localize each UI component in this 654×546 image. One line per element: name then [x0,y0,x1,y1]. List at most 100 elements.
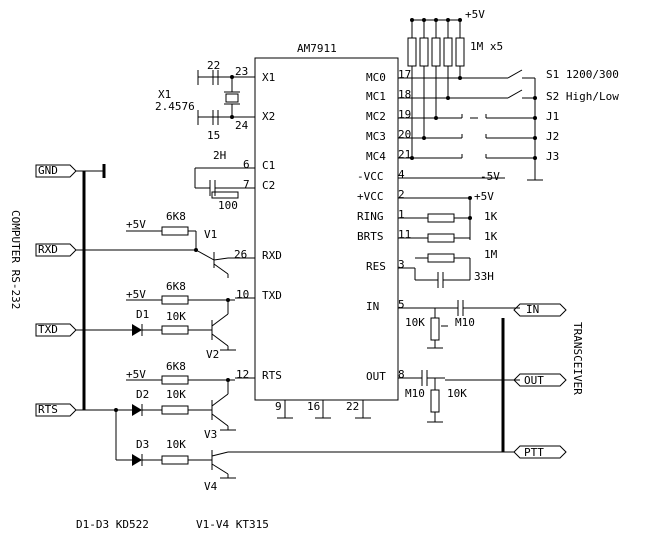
connector-rts-label: RTS [38,403,58,416]
pin-num-out: 8 [398,368,405,381]
pin-num-in: 5 [398,298,405,311]
connector-rxd-label: RXD [38,243,58,256]
connector-txd [35,323,77,337]
pin-num-16: 16 [307,400,320,413]
pin-num-brts: 11 [398,228,411,241]
x1-freq: 2.4576 [155,100,195,113]
pin-num-ring: 1 [398,208,405,221]
mode-switches: +5V 1M x5 S1 1200/300 S2 High/Low J1 J2 … [407,8,619,181]
pin-num-9: 9 [275,400,282,413]
pin-label-x2: X2 [262,110,275,123]
plus5v-top: +5V [465,8,485,21]
plus5v-vcc: +5V [474,190,494,203]
pin-num-mc0: 17 [398,68,411,81]
plus5v-v2: +5V [126,288,146,301]
r1k-b-label: 1K [484,230,498,243]
r100-resistor [211,191,239,199]
s2-label: S2 High/Low [546,90,619,103]
j2-label: J2 [546,130,559,143]
ic-left-pins: 23 X1 24 X2 6 C1 7 C2 26 RXD 10 TXD 12 R… [225,65,282,382]
pin-label-rxd: RXD [262,249,282,262]
ic-bottom-pins: 9 16 22 [275,400,371,419]
connector-ptt-label: PTT [524,446,544,459]
rxd-driver: +5V 6K8 V1 [76,210,229,278]
pin-label-minus-vcc: -VCC [357,170,384,183]
pin-num-mc4: 21 [398,148,411,161]
connector-in [513,303,567,317]
pin-num-mc2: 19 [398,108,411,121]
pin-num-rxd: 26 [234,248,247,261]
computer-label: COMPUTER RS-232 [9,210,22,309]
c2h-label: 2H [213,149,226,162]
rts-driver: +5V 6K8 D2 10K V3 [76,360,236,441]
v2-label: V2 [206,348,219,361]
pin-label-txd: TXD [262,289,282,302]
pin-num-mc1: 18 [398,88,411,101]
pin-num-txd: 10 [236,288,249,301]
minus5v-label: -5V [480,170,500,183]
r10k-2-label: 10K [166,388,186,401]
pin-label-plus-vcc: +VCC [357,190,384,203]
ic-body [254,57,399,401]
r1m-label: 1M [484,248,498,261]
r1k-a-label: 1K [484,210,498,223]
ic-name: AM7911 [297,42,337,55]
connector-rxd [35,243,77,257]
pin-num-c2: 7 [243,178,250,191]
c33h-label: 33H [474,270,494,283]
m10-out-label: M10 [405,387,425,400]
pin-num-mc3: 20 [398,128,411,141]
footer-transistors: V1-V4 KT315 [196,518,269,531]
pin-label-x1: X1 [262,71,275,84]
txd-driver: +5V 6K8 D1 10K V2 [76,280,236,361]
x1-name: X1 [158,88,171,101]
d2-label: D2 [136,388,149,401]
j1-label: J1 [546,110,559,123]
pin-label-brts: BRTS [357,230,384,243]
pin-num-res: 3 [398,258,405,271]
v1-label: V1 [204,228,217,241]
pin-label-mc2: MC2 [366,110,386,123]
r6k8-2-label: 6K8 [166,280,186,293]
connector-rts [35,403,77,417]
r10k-1-label: 10K [166,310,186,323]
connector-gnd-label: GND [38,164,58,177]
pin-label-mc3: MC3 [366,130,386,143]
connector-gnd [35,164,77,178]
connector-in-label: IN [526,303,539,316]
crystal-circuit: 22 15 X1 2.4576 [155,59,240,142]
ic-right-pins: 17 MC0 18 MC1 19 MC2 20 MC3 21 MC4 4 -VC… [357,68,415,383]
plus5v-v1: +5V [126,218,146,231]
r10k-in [430,317,440,341]
r-ring [427,213,455,223]
audio-out-network: M10 10K [405,370,520,423]
r6k8-1-label: 6K8 [166,210,186,223]
pin-num-plus-vcc: 2 [398,188,405,201]
r-res [427,253,455,263]
r10k-out [430,389,440,413]
r10k-in-label: 10K [405,316,425,329]
r10k-3-label: 10K [166,438,186,451]
m10-in-label: M10 [455,316,475,329]
r-brts [427,233,455,243]
r100-label: 100 [218,199,238,212]
power-network: -5V +5V 1K 1K 1M 33H [414,170,505,288]
footer-diodes: D1-D3 KD522 [76,518,149,531]
ptt-driver: D3 10K V4 [115,410,514,493]
pin-num-minus-vcc: 4 [398,168,405,181]
connector-txd-label: TXD [38,323,58,336]
pin-num-c1: 6 [243,158,250,171]
transceiver-connectors: IN OUT PTT [513,303,567,459]
pin-label-mc0: MC0 [366,71,386,84]
c1-c2-network: 2H 100 [194,149,239,212]
pin-num-x1: 23 [235,65,248,78]
plus5v-v3: +5V [126,368,146,381]
pin-label-out: OUT [366,370,386,383]
s1-label: S1 1200/300 [546,68,619,81]
v4-label: V4 [204,480,218,493]
c15-label: 15 [207,129,220,142]
audio-in-network: 10K M10 [405,300,520,349]
pin-label-in: IN [366,300,379,313]
r6k8-3-label: 6K8 [166,360,186,373]
